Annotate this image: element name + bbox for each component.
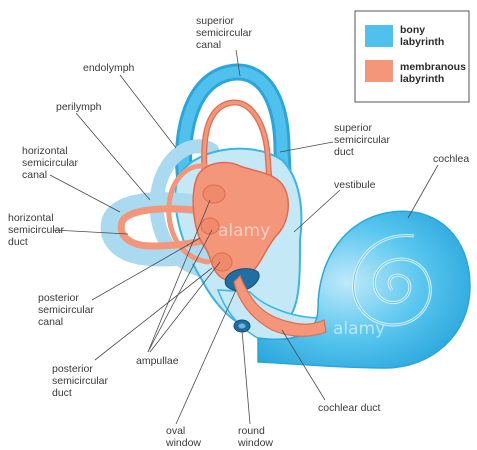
- label-posterior-semicircular-duct: posterior semicircular duct: [52, 363, 111, 399]
- legend: bony labyrinth membranous labyrinth: [355, 11, 469, 102]
- label-superior-semicircular-duct: superior semicircular duct: [334, 122, 393, 158]
- label-cochlear-duct: cochlear duct: [318, 402, 381, 414]
- label-superior-semicircular-canal: superior semicircular canal: [196, 15, 255, 51]
- label-posterior-semicircular-canal: posterior semicircular canal: [38, 292, 97, 328]
- label-horizontal-semicircular-duct: horizontal semicircular duct: [8, 212, 67, 248]
- watermark-1: alamy: [218, 221, 270, 241]
- legend-swatch-bony: [365, 25, 393, 47]
- ampulla: [203, 185, 225, 203]
- ampulla: [201, 218, 219, 234]
- label-vestibule: vestibule: [334, 179, 376, 191]
- label-round-window: round window: [237, 425, 273, 449]
- label-oval-window: oval window: [165, 425, 201, 449]
- label-cochlea: cochlea: [433, 153, 469, 165]
- watermark-2: alamy: [333, 319, 385, 339]
- label-endolymph: endolymph: [83, 62, 135, 74]
- legend-swatch-membranous: [365, 60, 393, 82]
- label-perilymph: perilymph: [56, 101, 102, 113]
- label-ampullae: ampullae: [136, 355, 179, 367]
